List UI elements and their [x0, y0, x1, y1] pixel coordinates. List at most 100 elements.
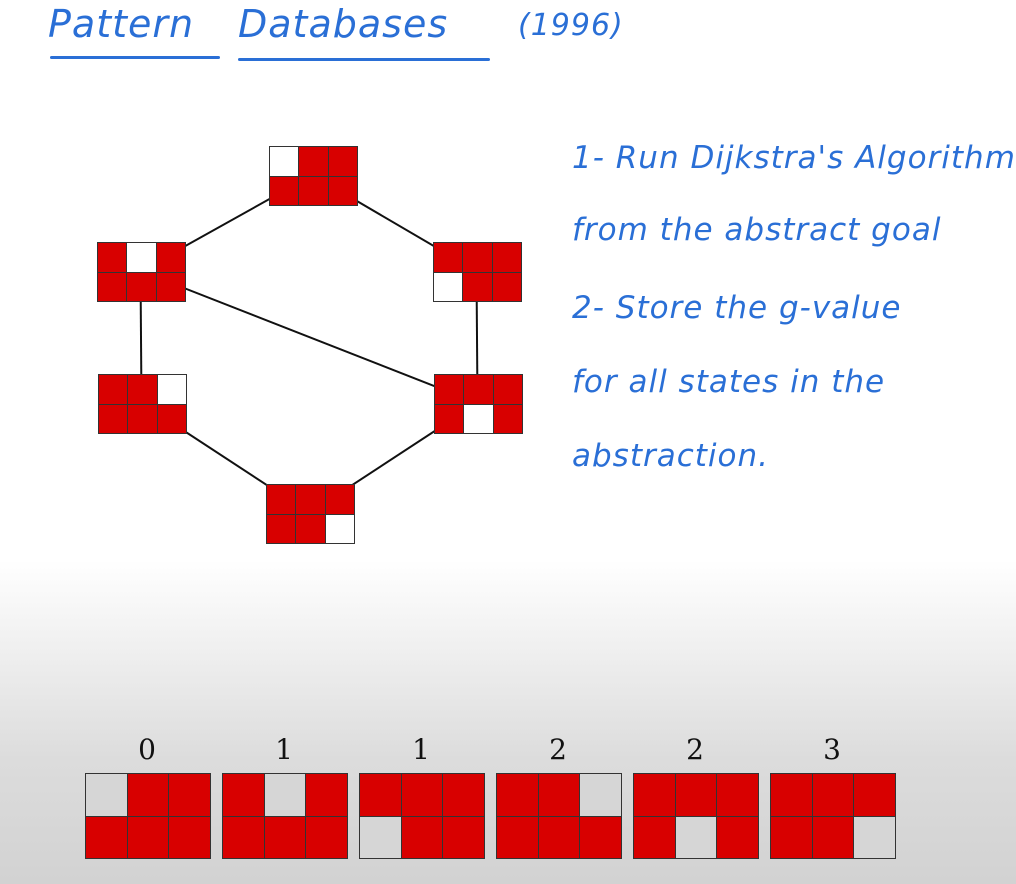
- empty-cell: [86, 774, 127, 816]
- tile-cell: [434, 243, 463, 272]
- tile-cell: [435, 404, 464, 433]
- state-upper-right: [433, 242, 522, 302]
- db-value-label: 3: [823, 733, 841, 766]
- db-state-4: [633, 773, 759, 859]
- tile-cell: [127, 774, 169, 816]
- tile-cell: [538, 816, 580, 858]
- tile-cell: [492, 243, 521, 272]
- db-value-label: 1: [275, 733, 293, 766]
- tile-cell: [223, 774, 264, 816]
- db-value-label: 2: [686, 733, 704, 766]
- empty-cell: [360, 816, 401, 858]
- tile-cell: [223, 816, 264, 858]
- empty-cell: [434, 272, 463, 301]
- tile-cell: [492, 272, 521, 301]
- tile-cell: [127, 816, 169, 858]
- tile-cell: [401, 774, 443, 816]
- title-underline-1: [50, 56, 220, 59]
- title-underline-2: [238, 58, 490, 61]
- tile-cell: [86, 816, 127, 858]
- tile-cell: [299, 147, 328, 176]
- tile-cell: [360, 774, 401, 816]
- tile-cell: [98, 272, 127, 301]
- tile-cell: [299, 176, 328, 205]
- note-line-2: from the abstract goal: [572, 212, 942, 248]
- tile-cell: [169, 816, 210, 858]
- tile-cell: [169, 774, 210, 816]
- db-state-3: [496, 773, 622, 859]
- tile-cell: [128, 404, 157, 433]
- tile-cell: [128, 375, 157, 404]
- title-databases: Databases: [238, 2, 449, 46]
- tile-cell: [267, 514, 296, 543]
- tile-cell: [464, 375, 493, 404]
- tile-cell: [127, 272, 156, 301]
- state-bottom: [266, 484, 355, 544]
- tile-cell: [493, 404, 522, 433]
- tile-cell: [463, 272, 492, 301]
- tile-cell: [401, 816, 443, 858]
- state-top: [269, 146, 358, 206]
- db-state-0: [85, 773, 211, 859]
- empty-cell: [157, 375, 186, 404]
- tile-cell: [296, 514, 325, 543]
- db-value-label: 1: [412, 733, 430, 766]
- tile-cell: [854, 774, 895, 816]
- tile-cell: [812, 816, 854, 858]
- tile-cell: [435, 375, 464, 404]
- tile-cell: [99, 404, 128, 433]
- note-line-3: 2- Store the g-value: [572, 290, 902, 326]
- tile-cell: [675, 774, 717, 816]
- title-pattern: Pattern: [48, 2, 195, 46]
- db-state-5: [770, 773, 896, 859]
- empty-cell: [464, 404, 493, 433]
- tile-cell: [443, 816, 484, 858]
- tile-cell: [325, 485, 354, 514]
- tile-cell: [538, 774, 580, 816]
- tile-cell: [328, 176, 357, 205]
- state-upper-left: [97, 242, 186, 302]
- tile-cell: [812, 774, 854, 816]
- tile-cell: [771, 774, 812, 816]
- tile-cell: [493, 375, 522, 404]
- db-state-1: [222, 773, 348, 859]
- empty-cell: [127, 243, 156, 272]
- state-lower-right: [434, 374, 523, 434]
- tile-cell: [270, 176, 299, 205]
- tile-cell: [463, 243, 492, 272]
- tile-cell: [443, 774, 484, 816]
- tile-cell: [99, 375, 128, 404]
- edge-upper-left-lower-right: [140, 270, 478, 404]
- tile-cell: [264, 816, 306, 858]
- tile-cell: [497, 816, 538, 858]
- title-year: (1996): [518, 8, 624, 43]
- tile-cell: [497, 774, 538, 816]
- tile-cell: [306, 816, 347, 858]
- empty-cell: [270, 147, 299, 176]
- tile-cell: [156, 243, 185, 272]
- tile-cell: [634, 816, 675, 858]
- empty-cell: [325, 514, 354, 543]
- empty-cell: [264, 774, 306, 816]
- note-line-4: for all states in the: [572, 364, 886, 400]
- tile-cell: [717, 816, 758, 858]
- empty-cell: [675, 816, 717, 858]
- tile-cell: [634, 774, 675, 816]
- empty-cell: [854, 816, 895, 858]
- note-line-1: 1- Run Dijkstra's Algorithm: [572, 140, 1016, 176]
- tile-cell: [306, 774, 347, 816]
- tile-cell: [157, 404, 186, 433]
- tile-cell: [98, 243, 127, 272]
- db-state-2: [359, 773, 485, 859]
- state-lower-left: [98, 374, 187, 434]
- note-line-5: abstraction.: [572, 438, 770, 474]
- tile-cell: [267, 485, 296, 514]
- db-value-label: 2: [549, 733, 567, 766]
- tile-cell: [156, 272, 185, 301]
- tile-cell: [580, 816, 621, 858]
- db-value-label: 0: [138, 733, 156, 766]
- empty-cell: [580, 774, 621, 816]
- tile-cell: [328, 147, 357, 176]
- tile-cell: [771, 816, 812, 858]
- tile-cell: [296, 485, 325, 514]
